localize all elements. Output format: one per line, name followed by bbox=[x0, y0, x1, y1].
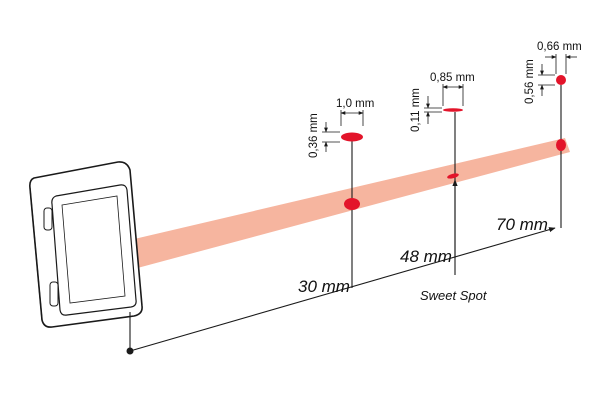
spot-30mm-height: 0,36 mm bbox=[308, 113, 320, 158]
sensor-housing bbox=[29, 161, 143, 328]
housing-slot-top bbox=[43, 207, 53, 231]
housing-slot-bottom bbox=[49, 281, 59, 307]
spot-detail-70mm: 0,66 mm 0,56 mm bbox=[524, 41, 582, 104]
spot-48mm-height: 0,11 mm bbox=[410, 88, 422, 132]
spot-30mm bbox=[344, 198, 360, 210]
spot-48mm bbox=[447, 173, 459, 179]
distance-48mm: 48 mm bbox=[400, 247, 452, 266]
sweet-spot-label: Sweet Spot bbox=[420, 288, 488, 303]
baseline bbox=[129, 227, 556, 352]
spot-detail-48mm: 0,85 mm 0,11 mm bbox=[410, 72, 475, 132]
spot-70mm-width: 0,66 mm bbox=[537, 41, 582, 53]
spot-70mm-height: 0,56 mm bbox=[524, 59, 536, 104]
distance-70mm: 70 mm bbox=[496, 215, 548, 234]
spot-70mm bbox=[556, 139, 566, 151]
spot-48mm-width: 0,85 mm bbox=[430, 72, 475, 84]
spot-detail-30mm: 1,0 mm 0,36 mm bbox=[308, 98, 374, 158]
distance-30mm: 30 mm bbox=[298, 277, 350, 296]
spot-30mm-width: 1,0 mm bbox=[336, 98, 374, 110]
